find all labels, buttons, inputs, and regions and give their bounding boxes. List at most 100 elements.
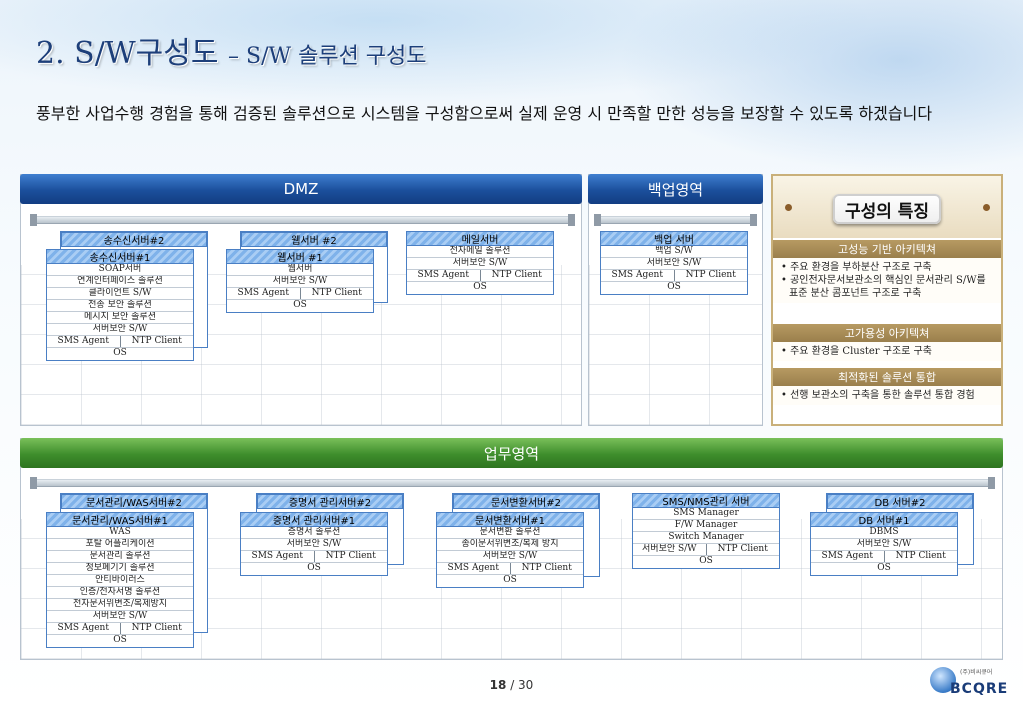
server-os: OS bbox=[503, 575, 517, 585]
page-title-sub: – S/W 솔루션 구성도 bbox=[228, 44, 427, 69]
ntp-client: NTP Client bbox=[131, 336, 182, 346]
sms-agent: SMS Agent bbox=[437, 563, 511, 574]
sms-agent: SMS Agent bbox=[601, 270, 675, 281]
server-row: 안티바이러스 bbox=[47, 575, 193, 587]
ntp-client: NTP Client bbox=[325, 551, 376, 561]
sms-agent: SMS Agent bbox=[47, 623, 121, 634]
server-agent-row: SMS Agent NTP Client bbox=[407, 270, 553, 282]
server-row: 서버보안 S/W bbox=[241, 539, 387, 551]
server-os: OS bbox=[293, 300, 307, 310]
feature-item: • 주요 환경을 Cluster 구조로 구축 bbox=[781, 346, 932, 357]
server-row: 전송 보안 솔루션 bbox=[47, 300, 193, 312]
backup-bar: 백업영역 bbox=[588, 174, 763, 204]
server-header: 송수신서버#2 bbox=[61, 232, 207, 247]
server-header: 증명서 관리서버#2 bbox=[257, 494, 403, 509]
feature-section-title: 최적화된 솔루션 통합 bbox=[773, 368, 1001, 386]
server-os: OS bbox=[667, 282, 681, 292]
feature-section-availability: 고가용성 아키텍쳐 • 주요 환경을 Cluster 구조로 구축 bbox=[773, 324, 1001, 361]
server-row: 연계인터페이스 솔루션 bbox=[47, 276, 193, 288]
server-row: 포탈 어플리케이션 bbox=[47, 539, 193, 551]
server-header: 웹서버 #1 bbox=[226, 249, 374, 264]
server-agent-row: SMS Agent NTP Client bbox=[437, 563, 583, 575]
ntp-client: NTP Client bbox=[685, 270, 736, 280]
server-os: OS bbox=[473, 282, 487, 292]
server-os: OS bbox=[877, 563, 891, 573]
server-header: 문서관리/WAS서버#2 bbox=[61, 494, 207, 509]
server-header: DB 서버#2 bbox=[827, 494, 973, 509]
business-server-2: 증명서 관리서버#1 증명서 솔루션 서버보안 S/W SMS Agent NTP… bbox=[240, 512, 388, 576]
server-row: WAS bbox=[47, 527, 193, 539]
feature-item: • 주요 환경을 부하분산 구조로 구축 bbox=[781, 262, 932, 273]
server-header: SMS/NMS관리 서버 bbox=[632, 493, 780, 508]
dmz-bar: DMZ bbox=[20, 174, 582, 204]
server-row: 서버보안 S/W bbox=[811, 539, 957, 551]
feature-item: • 선행 보관소의 구축을 통한 솔루션 통합 경험 bbox=[781, 390, 975, 401]
feature-section-performance: 고성능 기반 아키텍쳐 • 주요 환경을 부하분산 구조로 구축 • 공인전자문… bbox=[773, 240, 1001, 303]
feature-section-integration: 최적화된 솔루션 통합 • 선행 보관소의 구축을 통한 솔루션 통합 경험 bbox=[773, 368, 1001, 405]
ntp-client: NTP Client bbox=[521, 563, 572, 573]
logo-name: BCQRE bbox=[950, 681, 1009, 697]
ntp-client: NTP Client bbox=[131, 623, 182, 633]
server-os: OS bbox=[113, 635, 127, 645]
server-header: 백업 서버 bbox=[600, 231, 748, 246]
business-rail bbox=[30, 477, 995, 489]
server-row: F/W Manager bbox=[633, 520, 779, 532]
server-agent-row: SMS Agent NTP Client bbox=[47, 623, 193, 635]
server-row: 서버보안 S/W bbox=[407, 258, 553, 270]
server-row: 웹서버 bbox=[227, 264, 373, 276]
server-os: OS bbox=[699, 556, 713, 566]
business-server-4: SMS/NMS관리 서버 SMS Manager F/W Manager Swi… bbox=[632, 493, 780, 569]
business-server-3: 문서변환서버#1 문서변환 솔루션 종이문서위변조/복제 방지 서버보안 S/W… bbox=[436, 512, 584, 588]
page-title-main: 2. S/W구성도 bbox=[36, 36, 219, 71]
feature-section-title: 고성능 기반 아키텍쳐 bbox=[773, 240, 1001, 258]
ntp-client: NTP Client bbox=[311, 288, 362, 298]
backup-panel bbox=[588, 174, 763, 426]
ntp-client: NTP Client bbox=[717, 544, 768, 554]
server-row: 문서관리 솔루션 bbox=[47, 551, 193, 563]
server-row: 전자메일 솔루션 bbox=[407, 246, 553, 258]
server-header: 웹서버 #2 bbox=[241, 232, 387, 247]
server-row: 문서변환 솔루션 bbox=[437, 527, 583, 539]
features-header: 구성의 특징 bbox=[773, 176, 1001, 238]
features-badge: 구성의 특징 bbox=[833, 194, 941, 224]
backup-rail bbox=[594, 214, 757, 226]
page-number: 18 / 30 bbox=[0, 678, 1023, 692]
globe-icon bbox=[930, 667, 956, 693]
server-os: OS bbox=[307, 563, 321, 573]
features-panel: 구성의 특징 고성능 기반 아키텍쳐 • 주요 환경을 부하분산 구조로 구축 … bbox=[771, 174, 1003, 426]
sms-agent: SMS Agent bbox=[811, 551, 885, 562]
server-row: 서버보안 S/W bbox=[227, 276, 373, 288]
sms-agent: SMS Agent bbox=[47, 336, 121, 347]
logo-tag: (주)비씨큐어 bbox=[960, 669, 993, 676]
server-row: 서버보안 S/W bbox=[47, 611, 193, 623]
server-row: 정보폐기기 솔루션 bbox=[47, 563, 193, 575]
server-header: 송수신서버#1 bbox=[46, 249, 194, 264]
server-row: 종이문서위변조/복제 방지 bbox=[437, 539, 583, 551]
server-row: 증명서 솔루션 bbox=[241, 527, 387, 539]
server-row: DBMS bbox=[811, 527, 957, 539]
server-row: 전자문서위변조/복제방지 bbox=[47, 599, 193, 611]
server-header: 문서관리/WAS서버#1 bbox=[46, 512, 194, 527]
server-row: 서버보안 S/W bbox=[47, 324, 193, 336]
company-logo: (주)비씨큐어 BCQRE bbox=[930, 665, 1010, 703]
server-row: 서버보안 S/W bbox=[437, 551, 583, 563]
page-title: 2. S/W구성도 – S/W 솔루션 구성도 bbox=[36, 28, 427, 72]
sms-agent: SMS Agent bbox=[227, 288, 301, 299]
sms-agent: SMS Agent bbox=[241, 551, 315, 562]
pin-icon bbox=[785, 204, 792, 211]
server-header: 메일서버 bbox=[406, 231, 554, 246]
pin-icon bbox=[983, 204, 990, 211]
server-agent-row: SMS Agent NTP Client bbox=[241, 551, 387, 563]
server-agent-row: SMS Agent NTP Client bbox=[47, 336, 193, 348]
intro-text: 풍부한 사업수행 경험을 통해 검증된 솔루션으로 시스템을 구성함으로써 실제… bbox=[36, 104, 933, 123]
server-header: 증명서 관리서버#1 bbox=[240, 512, 388, 527]
sms-agent: SMS Agent bbox=[407, 270, 481, 281]
server-header: 문서변환서버#1 bbox=[436, 512, 584, 527]
server-row: 메시지 보안 솔루션 bbox=[47, 312, 193, 324]
ntp-client: NTP Client bbox=[491, 270, 542, 280]
server-row: SMS Manager bbox=[633, 508, 779, 520]
